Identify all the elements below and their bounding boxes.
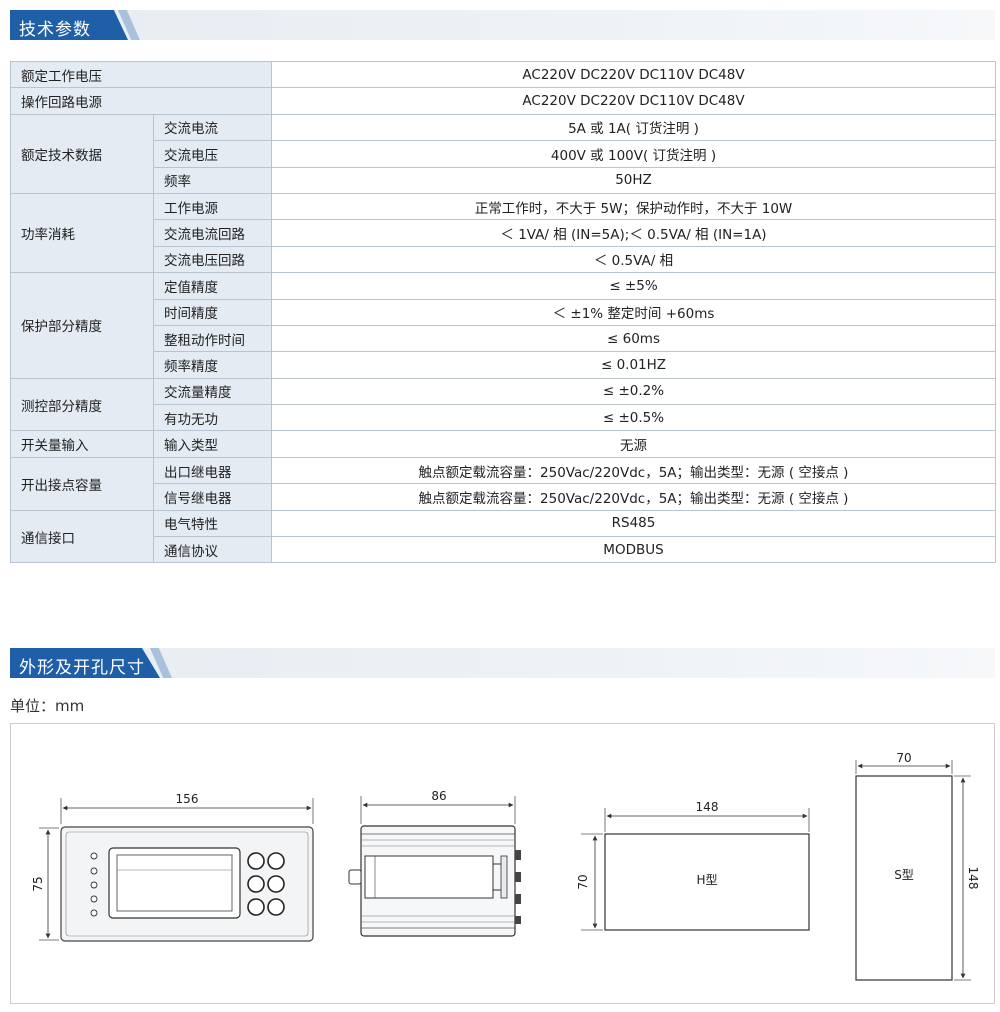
row-value: ＜ ±1% 整定时间 +60ms: [271, 298, 996, 326]
sub-label: 工作电源: [153, 192, 272, 221]
s-type-label: S型: [894, 868, 914, 882]
table-row: 时间精度 ＜ ±1% 整定时间 +60ms: [11, 298, 996, 326]
table-row: 保护部分精度 定值精度 ≤ ±5%: [10, 272, 996, 379]
dimension-drawing: 156 75: [10, 723, 995, 1004]
row-value: AC220V DC220V DC110V DC48V: [271, 87, 996, 115]
table-row: 交流电流回路 ＜ 1VA/ 相 (IN=5A);＜ 0.5VA/ 相 (IN=1…: [11, 219, 996, 247]
row-value: ≤ ±0.2%: [271, 377, 996, 406]
h-height-label: 70: [576, 874, 590, 889]
group-label: 保护部分精度: [10, 272, 154, 379]
spec-table: 额定工作电压 AC220V DC220V DC110V DC48V 操作回路电源…: [10, 60, 996, 564]
table-row: 通信接口 电气特性 RS485: [10, 509, 996, 564]
row-value: ≤ 60ms: [271, 324, 996, 353]
table-row: 开出接点容量 出口继电器 触点额定载流容量：250Vac/220Vdc，5A；输…: [10, 456, 996, 511]
sub-label: 频率: [153, 166, 272, 194]
row-value: ＜ 0.5VA/ 相: [271, 245, 996, 274]
table-row: 交流电压 400V 或 100V( 订货注明 ): [11, 140, 996, 168]
row-value: 触点额定载流容量：250Vac/220Vdc，5A；输出类型：无源 ( 空接点 …: [271, 483, 996, 511]
row-value: ＜ 1VA/ 相 (IN=5A);＜ 0.5VA/ 相 (IN=1A): [271, 219, 996, 247]
group-label: 功率消耗: [10, 192, 154, 274]
row-value: AC220V DC220V DC110V DC48V: [271, 60, 996, 89]
group-label: 测控部分精度: [10, 377, 154, 432]
front-view: 156 75: [31, 792, 314, 942]
row-value: 触点额定载流容量：250Vac/220Vdc，5A；输出类型：无源 ( 空接点 …: [271, 456, 996, 485]
sub-label: 交流量精度: [153, 377, 272, 406]
row-label: 额定工作电压: [10, 60, 272, 89]
sub-label: 整租动作时间: [153, 324, 272, 353]
section-header-shape: 外形及开孔尺寸: [10, 648, 995, 678]
sub-label: 定值精度: [153, 272, 272, 300]
sub-label: 时间精度: [153, 298, 272, 326]
s-width-label: 70: [896, 751, 911, 765]
h-type-label: H型: [696, 873, 717, 887]
table-row: 额定工作电压 AC220V DC220V DC110V DC48V: [10, 60, 996, 89]
row-value: RS485: [271, 509, 996, 538]
dimension-svg: 156 75: [31, 751, 980, 981]
section-tab: [10, 10, 128, 40]
row-value: 5A 或 1A( 订货注明 ): [271, 113, 996, 142]
group-label: 额定技术数据: [10, 113, 154, 194]
sub-label: 信号继电器: [153, 483, 272, 511]
sub-label: 通信协议: [153, 536, 272, 564]
table-row: 频率 50HZ: [11, 166, 996, 194]
front-width-label: 156: [176, 792, 199, 806]
table-row: 功率消耗 工作电源 正常工作时，不大于 5W；保护动作时，不大于 10W: [10, 192, 996, 274]
unit-label: 单位：mm: [10, 697, 85, 715]
h-type-cutout: 148 70 H型: [576, 800, 810, 931]
sub-label: 频率精度: [153, 351, 272, 379]
sub-label: 交流电压: [153, 140, 272, 168]
table-row: 频率精度 ≤ 0.01HZ: [11, 351, 996, 379]
s-type-cutout: 70 148 S型: [855, 751, 980, 981]
sub-label: 交流电流回路: [153, 219, 272, 247]
row-value: ≤ ±5%: [271, 272, 996, 300]
table-row: 交流电压回路 ＜ 0.5VA/ 相: [11, 245, 996, 274]
row-value: 50HZ: [271, 166, 996, 194]
h-width-label: 148: [696, 800, 719, 814]
side-view: 86: [348, 789, 521, 937]
sub-label: 交流电流: [153, 113, 272, 142]
table-row: 操作回路电源 AC220V DC220V DC110V DC48V: [10, 87, 996, 115]
group-label: 通信接口: [10, 509, 154, 564]
table-row: 开关量输入 输入类型 无源: [10, 430, 996, 458]
s-height-label: 148: [966, 867, 980, 890]
front-height-label: 75: [31, 876, 45, 891]
table-row: 整租动作时间 ≤ 60ms: [11, 324, 996, 353]
table-row: 信号继电器 触点额定载流容量：250Vac/220Vdc，5A；输出类型：无源 …: [11, 483, 996, 511]
sub-label: 输入类型: [153, 430, 272, 458]
table-row: 通信协议 MODBUS: [11, 536, 996, 564]
section-tab: [10, 648, 160, 678]
sub-label: 有功无功: [153, 404, 272, 432]
sub-label: 电气特性: [153, 509, 272, 538]
group-label: 开关量输入: [10, 430, 154, 458]
group-label: 开出接点容量: [10, 456, 154, 511]
table-row: 有功无功 ≤ ±0.5%: [11, 404, 996, 432]
row-value: ≤ ±0.5%: [271, 404, 996, 432]
row-value: 正常工作时，不大于 5W；保护动作时，不大于 10W: [271, 192, 996, 221]
sub-label: 出口继电器: [153, 456, 272, 485]
table-row: 测控部分精度 交流量精度 ≤ ±0.2%: [10, 377, 996, 432]
section-header-tech: 技术参数: [10, 10, 995, 40]
side-width-label: 86: [431, 789, 446, 803]
row-value: 400V 或 100V( 订货注明 ): [271, 140, 996, 168]
section-title-shape: 外形及开孔尺寸: [19, 658, 145, 678]
sub-label: 交流电压回路: [153, 245, 272, 274]
row-label: 操作回路电源: [10, 87, 272, 115]
section-title-tech: 技术参数: [19, 20, 91, 40]
row-value: 无源: [271, 430, 996, 458]
table-row: 额定技术数据 交流电流 5A 或 1A( 订货注明 ): [10, 113, 996, 194]
row-value: ≤ 0.01HZ: [271, 351, 996, 379]
row-value: MODBUS: [271, 536, 996, 564]
